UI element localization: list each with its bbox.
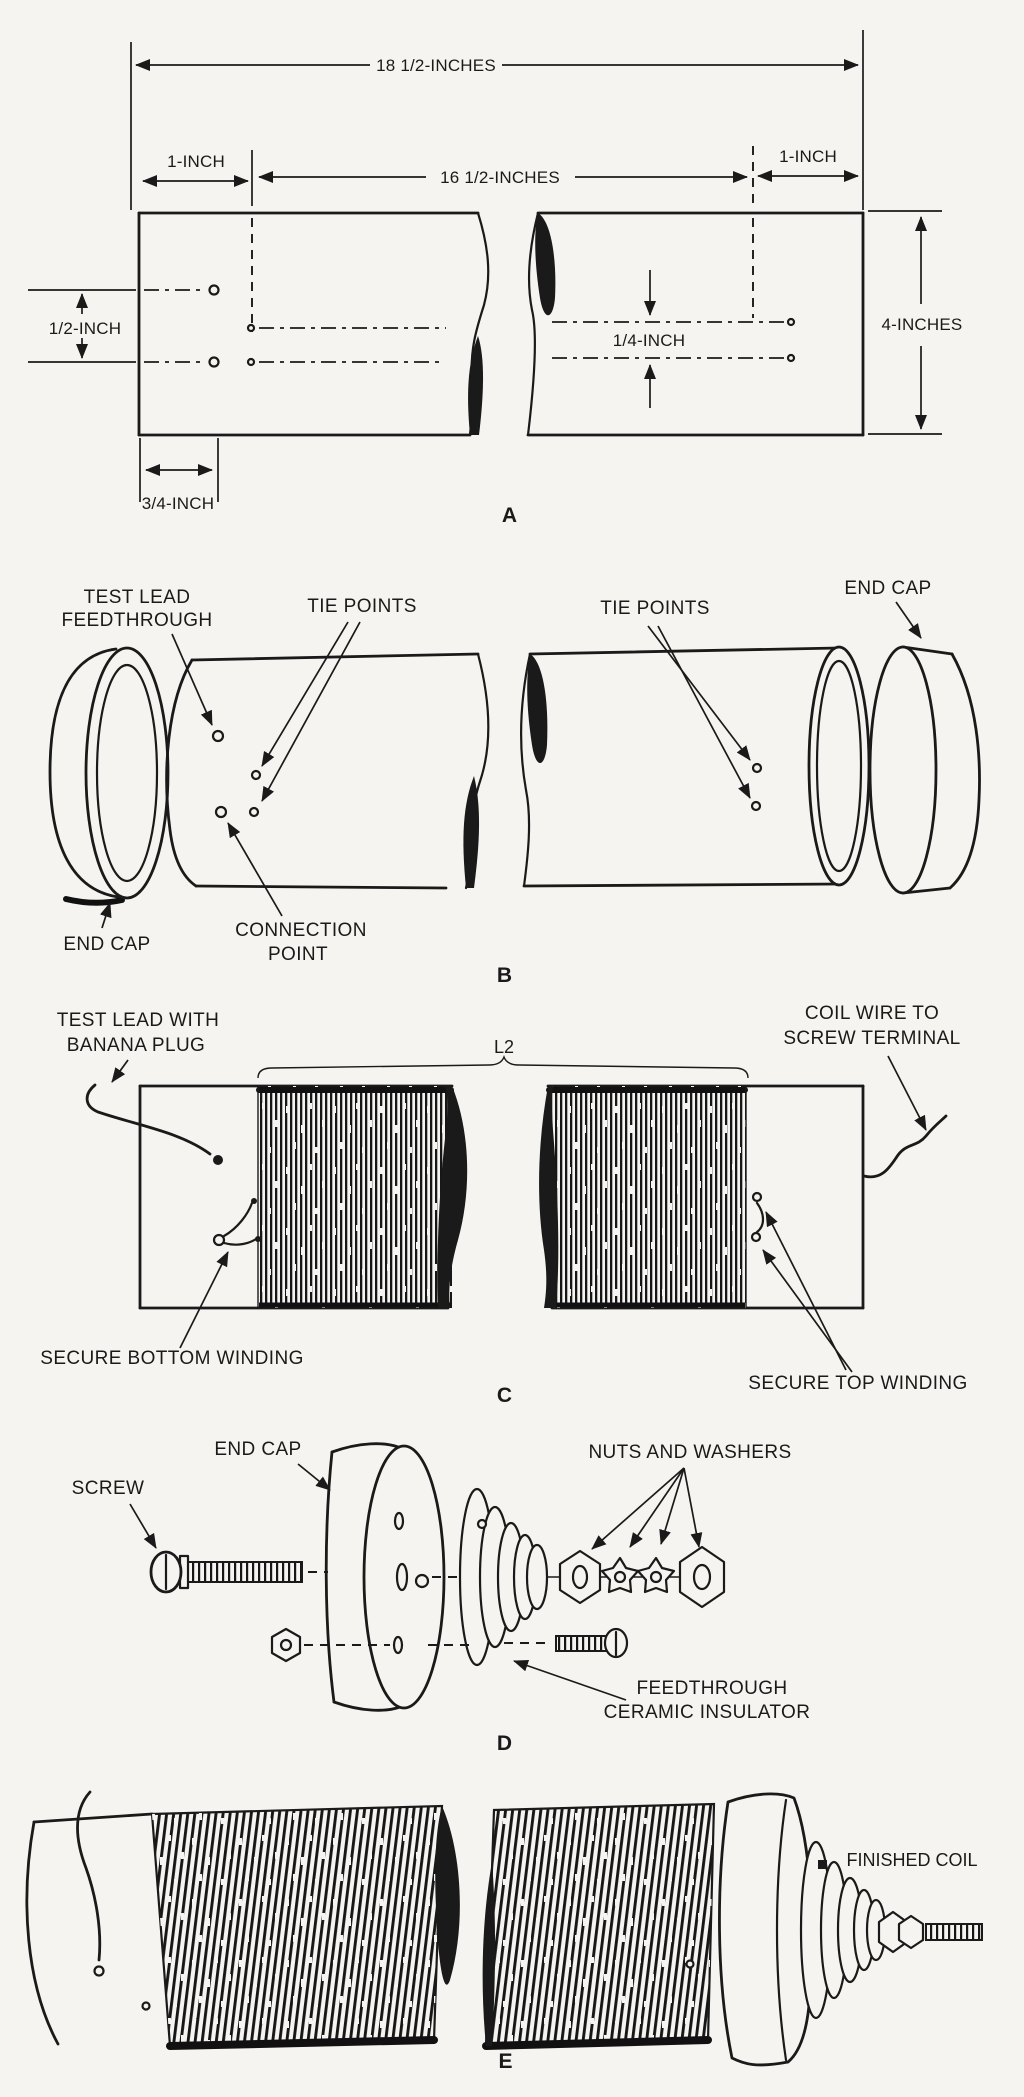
- panel-e-finished-coil: FINISHED COIL E: [25, 1790, 983, 2073]
- finished-coil-label: FINISHED COIL: [846, 1850, 977, 1870]
- test-lead-label-line2: BANANA PLUG: [67, 1035, 206, 1056]
- callout-arrows: [100, 601, 922, 929]
- tube-left-end: [25, 1812, 154, 2046]
- feedthrough-insulator: [799, 1840, 887, 2020]
- test-lead-label-line1: TEST LEAD WITH: [57, 1010, 220, 1031]
- callout-arrows: [111, 1055, 927, 1373]
- winding-left: [256, 1086, 454, 1308]
- coil-wire-label-line2: SCREW TERMINAL: [783, 1028, 960, 1049]
- winding-right: [546, 1086, 748, 1308]
- end-cap-right: [868, 645, 981, 895]
- secure-top-winding-label: SECURE TOP WINDING: [748, 1373, 967, 1394]
- panel-d-caption: D: [497, 1732, 513, 1755]
- top-winding-tie: [750, 1191, 765, 1243]
- feedthrough-insulator-label-line1: FEEDTHROUGH: [636, 1678, 787, 1699]
- connection-point-label-line1: CONNECTION: [235, 920, 367, 941]
- test-lead-wire: [76, 1790, 151, 2011]
- bottom-hardware-row: [270, 1627, 629, 1663]
- secure-bottom-winding-label: SECURE BOTTOM WINDING: [40, 1348, 304, 1369]
- dim-half-inch-label: 1/2-INCH: [49, 319, 121, 338]
- panel-b-exploded-view: TEST LEAD FEEDTHROUGH TIE POINTS TIE POI…: [48, 578, 981, 987]
- break-shadow-left: [468, 336, 484, 435]
- panel-c-caption: C: [497, 1384, 513, 1407]
- labels: TEST LEAD FEEDTHROUGH TIE POINTS TIE POI…: [61, 578, 931, 965]
- screw-label: SCREW: [72, 1478, 145, 1499]
- end-cap: [718, 1792, 814, 2067]
- dim-three-quarter-inch-label: 3/4-INCH: [142, 494, 214, 513]
- panel-d-hardware-exploded: SCREW END CAP NUTS AND WASHERS FEEDTHROU…: [72, 1439, 811, 1755]
- labels: SCREW END CAP NUTS AND WASHERS FEEDTHROU…: [72, 1439, 811, 1723]
- end-cap-label: END CAP: [214, 1439, 301, 1460]
- nuts-and-washers-label: NUTS AND WASHERS: [588, 1442, 791, 1463]
- test-lead-wire: [85, 1083, 223, 1165]
- panel-b-caption: B: [497, 964, 513, 987]
- hole-centerlines: [144, 218, 796, 368]
- panel-a-caption: A: [502, 504, 518, 527]
- winding-right-block: [482, 1802, 716, 2050]
- end-cap-left: [48, 646, 170, 906]
- dim-right-end-label: 1-INCH: [779, 147, 837, 166]
- tie-points-right-label: TIE POINTS: [600, 598, 710, 619]
- tube-segment-right: [519, 645, 871, 888]
- panel-c-wound-tube: L2 TEST LEAD WITH: [40, 1003, 967, 1407]
- dim-center-label: 16 1/2-INCHES: [440, 168, 560, 187]
- end-cap: [324, 1442, 462, 1712]
- hole-markers: [211, 729, 763, 819]
- screw-terminal: [877, 1910, 983, 1954]
- dim-overall-label: 18 1/2-INCHES: [376, 56, 496, 75]
- l2-brace: L2: [257, 1037, 749, 1079]
- tube-outline: [137, 211, 865, 437]
- screw: [149, 1550, 328, 1594]
- panel-a-dimensioned-tube: 18 1/2-INCHES 1-INCH 16 1/2-INCHES 1-INC…: [28, 30, 962, 527]
- callout-arrows: [129, 1463, 703, 1701]
- dim-left-end-label: 1-INCH: [167, 152, 225, 171]
- dim-quarter-inch-label: 1/4-INCH: [613, 331, 685, 350]
- break-shadows: [437, 1086, 559, 1308]
- panel-e-caption: E: [498, 2050, 513, 2073]
- end-cap-top-right-label: END CAP: [844, 578, 931, 599]
- test-lead-feedthrough-label-line1: TEST LEAD: [84, 587, 191, 608]
- tube-segment-left: [165, 652, 490, 890]
- inductor-ref-label: L2: [494, 1037, 514, 1057]
- break-shadow-right: [535, 213, 556, 316]
- dim-diameter-label: 4-INCHES: [882, 315, 963, 334]
- labels: TEST LEAD WITH BANANA PLUG COIL WIRE TO …: [40, 1003, 967, 1394]
- end-cap-bottom-left-label: END CAP: [63, 934, 150, 955]
- bottom-winding-tie: [212, 1198, 261, 1247]
- coil-exit-wire: [862, 1114, 948, 1179]
- dimension-lines: 18 1/2-INCHES 1-INCH 16 1/2-INCHES 1-INC…: [28, 30, 962, 513]
- winding-left-block: [150, 1804, 460, 2050]
- nuts-and-washers: [558, 1545, 726, 1609]
- test-lead-feedthrough-label-line2: FEEDTHROUGH: [61, 610, 212, 631]
- feedthrough-insulator-label-line2: CERAMIC INSULATOR: [604, 1702, 811, 1723]
- connection-point-label-line2: POINT: [268, 944, 328, 965]
- coil-wire-label-line1: COIL WIRE TO: [805, 1003, 939, 1024]
- tie-points-left-label: TIE POINTS: [307, 596, 417, 617]
